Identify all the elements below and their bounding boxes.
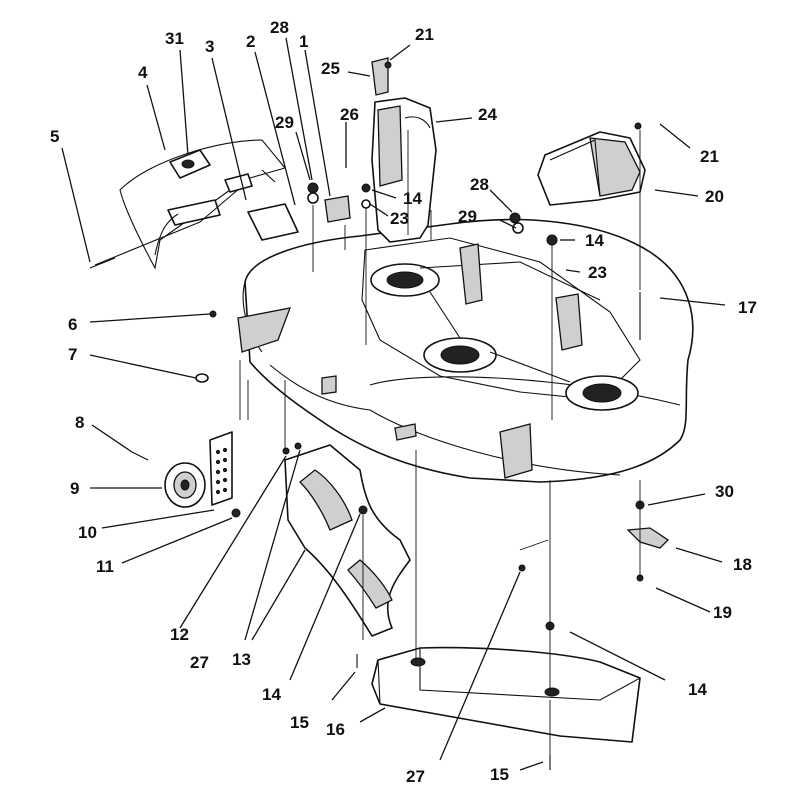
callout-14: 14 xyxy=(403,189,422,208)
callout-13: 13 xyxy=(232,650,251,669)
bracket-25 xyxy=(371,57,389,96)
callout-9: 9 xyxy=(70,479,79,498)
callout-14: 14 xyxy=(262,685,281,704)
callout-11: 11 xyxy=(96,557,114,576)
deck-baffle xyxy=(284,444,411,637)
callout-28: 28 xyxy=(270,18,289,37)
callout-19: 19 xyxy=(713,603,732,622)
callout-4: 4 xyxy=(138,63,148,82)
callout-6: 6 xyxy=(68,315,77,334)
callout-7: 7 xyxy=(68,345,77,364)
gauge-wheel xyxy=(164,462,206,508)
belt-cover xyxy=(371,97,437,243)
callout-12: 12 xyxy=(170,625,189,644)
callout-29: 29 xyxy=(458,207,477,226)
callout-10: 10 xyxy=(78,523,97,542)
mower-deck xyxy=(242,218,694,483)
callout-16: 16 xyxy=(326,720,345,739)
bracket-6 xyxy=(237,307,292,353)
callout-29: 29 xyxy=(275,113,294,132)
callout-25: 25 xyxy=(321,59,340,78)
callout-21: 21 xyxy=(415,25,434,44)
callout-27: 27 xyxy=(190,653,209,672)
discharge-chute xyxy=(537,131,646,206)
callout-2: 2 xyxy=(246,32,255,51)
callout-26: 26 xyxy=(340,105,359,124)
callout-18: 18 xyxy=(733,555,752,574)
deck-hitch-assembly xyxy=(94,139,299,270)
callout-1: 1 xyxy=(299,32,308,51)
callout-23: 23 xyxy=(588,263,607,282)
callout-14: 14 xyxy=(688,680,707,699)
callout-31: 31 xyxy=(165,29,184,48)
callouts: 31 4 3 2 28 1 21 25 24 5 29 26 21 14 23 … xyxy=(50,18,757,786)
wheel-bracket xyxy=(209,431,233,506)
assembly-lines xyxy=(239,130,641,755)
callout-20: 20 xyxy=(705,187,724,206)
bracket-1 xyxy=(324,195,351,223)
callout-27: 27 xyxy=(406,767,425,786)
callout-30: 30 xyxy=(715,482,734,501)
callout-17: 17 xyxy=(738,298,757,317)
blade-18 xyxy=(626,527,670,549)
callout-21: 21 xyxy=(700,147,719,166)
callout-24: 24 xyxy=(478,105,497,124)
callout-15: 15 xyxy=(490,765,509,784)
callout-28: 28 xyxy=(470,175,489,194)
front-skirt xyxy=(371,646,641,743)
callout-23: 23 xyxy=(390,209,409,228)
callout-15: 15 xyxy=(290,713,309,732)
callout-5: 5 xyxy=(50,127,59,146)
callout-3: 3 xyxy=(205,37,214,56)
callout-8: 8 xyxy=(75,413,84,432)
leader-lines xyxy=(61,37,726,771)
callout-14: 14 xyxy=(585,231,604,250)
